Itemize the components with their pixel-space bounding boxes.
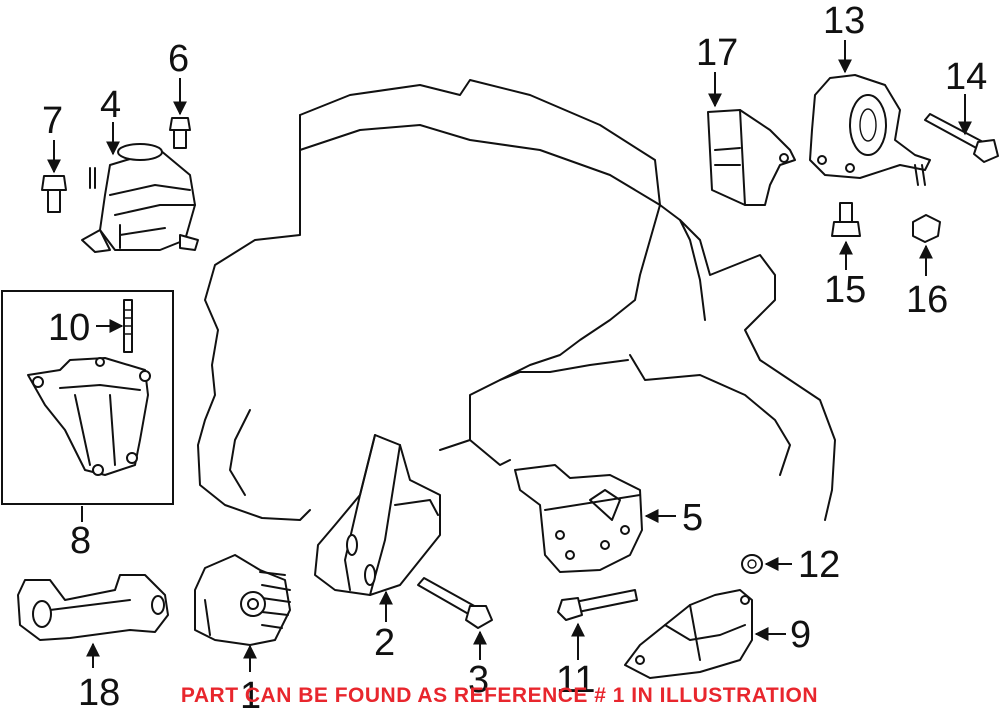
part-11-bolt bbox=[557, 589, 638, 621]
part-5-mount bbox=[514, 464, 643, 573]
callout-12: 12 bbox=[798, 544, 840, 586]
callout-11: 11 bbox=[556, 659, 595, 701]
part-18-mount-bracket bbox=[17, 574, 169, 641]
callout-13: 13 bbox=[823, 0, 865, 42]
part-16-nut bbox=[912, 214, 941, 243]
callout-5: 5 bbox=[682, 497, 703, 539]
part-6-bolt bbox=[169, 117, 191, 149]
part-17-bracket bbox=[707, 109, 796, 206]
callout-16: 16 bbox=[906, 279, 948, 321]
leader-lines bbox=[47, 40, 972, 672]
part-9-bracket bbox=[624, 589, 753, 679]
reference-note: PART CAN BE FOUND AS REFERENCE # 1 IN IL… bbox=[180, 684, 819, 707]
engine-block-outline bbox=[197, 79, 836, 521]
callout-18: 18 bbox=[78, 672, 120, 714]
part-8-inset-box bbox=[1, 290, 174, 505]
part-4-engine-mount bbox=[81, 143, 199, 253]
callout-6: 6 bbox=[168, 38, 189, 80]
callout-9: 9 bbox=[790, 614, 811, 656]
callout-4: 4 bbox=[100, 84, 121, 126]
part-3-bolt bbox=[417, 577, 493, 629]
part-10-stud bbox=[123, 299, 133, 353]
part-8-bracket bbox=[27, 357, 151, 476]
part-2-bracket bbox=[314, 434, 441, 596]
callout-3: 3 bbox=[468, 659, 489, 701]
part-7-bolt bbox=[41, 175, 67, 213]
part-12-nut bbox=[741, 554, 763, 574]
part-14-bolt bbox=[924, 113, 999, 163]
part-15-bolt bbox=[831, 202, 861, 237]
callout-labels: 4 6 7 10 8 18 1 2 3 5 11 12 9 17 13 14 1… bbox=[42, 0, 987, 716]
callout-2: 2 bbox=[374, 622, 395, 664]
callout-8: 8 bbox=[70, 520, 91, 562]
callout-15: 15 bbox=[824, 269, 866, 311]
callout-17: 17 bbox=[696, 32, 738, 74]
part-1-engine-mount bbox=[194, 554, 291, 646]
callout-10: 10 bbox=[48, 307, 90, 349]
callout-7: 7 bbox=[42, 100, 63, 142]
callout-1: 1 bbox=[240, 675, 261, 716]
part-13-engine-mount bbox=[809, 74, 931, 186]
callout-14: 14 bbox=[945, 56, 987, 98]
